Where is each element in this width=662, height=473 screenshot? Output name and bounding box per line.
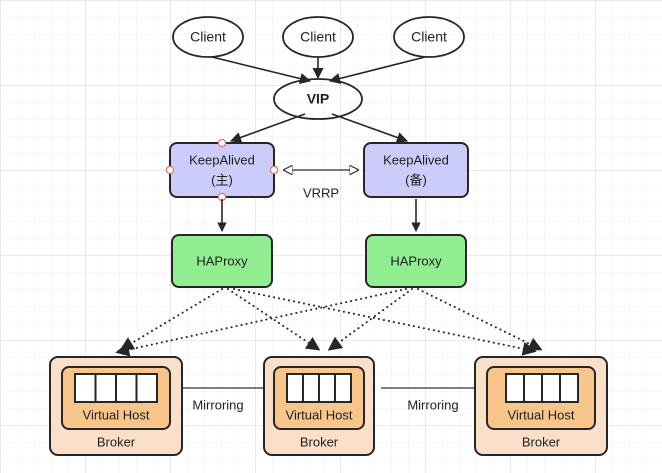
client-node-2[interactable]: Client bbox=[282, 16, 354, 58]
client-node-1[interactable]: Client bbox=[172, 16, 244, 58]
haproxy-left-label: HAProxy bbox=[196, 253, 248, 268]
keepalived-master-role: (主) bbox=[211, 172, 233, 187]
connection-handle-right[interactable] bbox=[269, 165, 279, 175]
broker-3-inner-label: Virtual Host bbox=[508, 407, 575, 422]
queue-icon bbox=[505, 373, 579, 403]
broker-2-outer-label: Broker bbox=[300, 434, 339, 449]
broker-node-1[interactable]: Virtual Host Broker bbox=[49, 356, 183, 456]
edge-haproxy-left-broker1 bbox=[119, 288, 223, 351]
broker-node-3[interactable]: Virtual Host Broker bbox=[474, 356, 608, 456]
keepalived-master-node[interactable]: KeepAlived (主) bbox=[165, 138, 279, 202]
connection-handle-top[interactable] bbox=[217, 138, 227, 148]
connection-handle-left[interactable] bbox=[165, 165, 175, 175]
edge-haproxy-right-broker1 bbox=[115, 288, 407, 357]
queue-icon bbox=[74, 373, 158, 403]
haproxy-right-label: HAProxy bbox=[390, 253, 442, 268]
client-label: Client bbox=[190, 29, 226, 45]
haproxy-to-broker-edges bbox=[115, 288, 543, 357]
broker-1-outer-label: Broker bbox=[97, 434, 136, 449]
edge-haproxy-left-broker2 bbox=[227, 288, 321, 351]
broker-2-inner-label: Virtual Host bbox=[286, 407, 353, 422]
edge-client1-vip bbox=[211, 56, 312, 85]
keepalived-backup-role: (备) bbox=[405, 172, 427, 187]
broker-3-outer-label: Broker bbox=[522, 434, 561, 449]
mirroring-right-label: Mirroring bbox=[407, 397, 458, 412]
vip-to-keepalived-edges bbox=[229, 113, 409, 143]
edge-haproxy-left-broker3 bbox=[233, 288, 537, 356]
client-label: Client bbox=[300, 29, 336, 45]
vrrp-edge: VRRP bbox=[284, 170, 358, 200]
edge-vip-keepalived-master bbox=[229, 113, 306, 143]
edge-haproxy-right-broker3 bbox=[417, 288, 543, 351]
keepalived-master-label: KeepAlived bbox=[189, 152, 255, 167]
haproxy-node-left[interactable]: HAProxy bbox=[171, 234, 273, 288]
edge-client3-vip bbox=[328, 56, 426, 84]
edge-haproxy-right-broker2 bbox=[327, 288, 413, 351]
vip-node[interactable]: VIP bbox=[273, 78, 363, 120]
vip-label: VIP bbox=[307, 91, 330, 107]
edge-vip-keepalived-backup bbox=[331, 113, 409, 143]
broker-node-2[interactable]: Virtual Host Broker bbox=[263, 356, 375, 456]
vrrp-label: VRRP bbox=[303, 185, 339, 200]
haproxy-node-right[interactable]: HAProxy bbox=[365, 234, 467, 288]
broker-1-inner-label: Virtual Host bbox=[83, 407, 150, 422]
client-node-3[interactable]: Client bbox=[393, 16, 465, 58]
keepalived-backup-label: KeepAlived bbox=[383, 152, 449, 167]
client-label: Client bbox=[411, 29, 447, 45]
queue-icon bbox=[286, 373, 352, 403]
keepalived-to-haproxy-edges bbox=[217, 199, 421, 232]
keepalived-backup-node[interactable]: KeepAlived (备) bbox=[363, 142, 469, 198]
mirroring-left-label: Mirroring bbox=[192, 397, 243, 412]
client-to-vip-edges bbox=[211, 56, 426, 85]
